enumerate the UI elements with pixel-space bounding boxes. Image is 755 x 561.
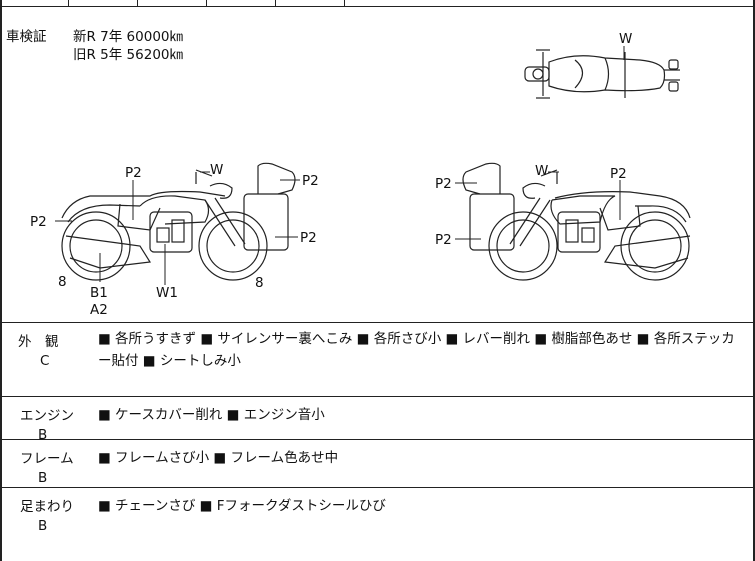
condition-notes: ■ フレームさび小 ■ フレーム色あせ中 xyxy=(98,450,339,466)
left-p2-tank: P2 xyxy=(125,165,142,181)
left-wheel-rear: 8 xyxy=(255,275,264,291)
condition-engine: エンジン B ■ ケースカバー削れ ■ エンジン音小 xyxy=(0,396,755,443)
left-p2-tail: P2 xyxy=(302,173,319,189)
inspection-old: 旧R 5年 56200㎞ xyxy=(73,47,183,63)
left-b1: B1 xyxy=(90,285,108,301)
left-wheel-front: 8 xyxy=(58,274,67,290)
condition-notes: ■ 各所うすきず ■ サイレンサー裏へこみ ■ 各所さび小 ■ レバー削れ ■ … xyxy=(98,331,735,369)
motorcycle-right-leaders xyxy=(455,171,621,240)
right-p2-tank: P2 xyxy=(610,166,627,182)
divider-diagram xyxy=(0,322,755,323)
right-w-handle: W xyxy=(535,163,548,179)
right-p2-bottom: P2 xyxy=(435,232,452,248)
condition-exterior: 外 観 C ■ 各所うすきず ■ サイレンサー裏へこみ ■ 各所さび小 ■ レバ… xyxy=(0,322,755,396)
condition-frame: フレーム B ■ フレームさび小 ■ フレーム色あせ中 xyxy=(0,439,755,487)
motorcycle-left-view xyxy=(61,162,296,281)
condition-grade: B xyxy=(38,518,48,534)
divider-engine xyxy=(0,439,755,440)
divider-frame xyxy=(0,487,755,488)
damage-diagram: W xyxy=(30,31,691,318)
condition-grade: B xyxy=(38,470,48,486)
motorcycle-top-view xyxy=(524,46,680,99)
inspection-label: 車検証 xyxy=(6,29,47,45)
inspection-new: 新R 7年 60000㎞ xyxy=(73,29,183,45)
left-p2-rear: P2 xyxy=(30,214,47,230)
left-a2: A2 xyxy=(90,302,108,318)
condition-suspension: 足まわり B ■ チェーンさび ■ Fフォークダストシールひび xyxy=(0,487,755,561)
condition-name: 足まわり xyxy=(20,499,74,515)
right-p2-top: P2 xyxy=(435,176,452,192)
condition-name: フレーム xyxy=(20,451,74,467)
condition-name: 外 観 xyxy=(18,334,59,350)
left-p2-box: P2 xyxy=(300,230,317,246)
condition-notes: ■ チェーンさび ■ Fフォークダストシールひび xyxy=(98,498,386,514)
header-strip xyxy=(0,0,755,7)
condition-grade: B xyxy=(38,427,48,443)
top-w-label: W xyxy=(619,31,632,47)
condition-grade: C xyxy=(40,353,50,369)
motorcycle-right-view xyxy=(462,162,691,281)
left-border xyxy=(0,0,2,561)
right-border xyxy=(753,0,755,561)
left-w-handle: W xyxy=(210,162,223,178)
condition-notes: ■ ケースカバー削れ ■ エンジン音小 xyxy=(98,407,325,423)
left-w1: W1 xyxy=(156,285,178,301)
divider-exterior xyxy=(0,396,755,397)
condition-name: エンジン xyxy=(20,408,74,424)
motorcycle-left-leaders xyxy=(55,171,300,285)
